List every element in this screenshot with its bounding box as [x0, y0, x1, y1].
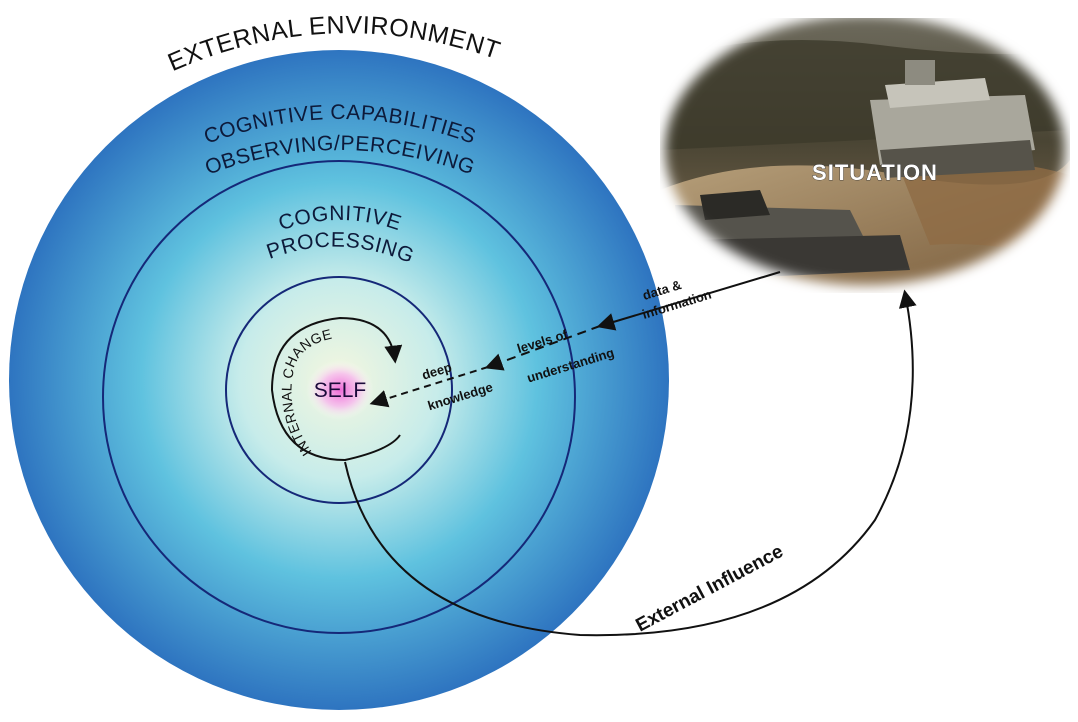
- vehicle-icon: [675, 190, 910, 280]
- external-influence-label: External Influence: [632, 541, 786, 636]
- deep-knowledge-arrow: [369, 366, 489, 408]
- levels-understanding-arrow: [484, 325, 601, 371]
- self-glow: [306, 360, 374, 420]
- cognitive-processing-ring: [225, 276, 453, 504]
- tank-icon: [870, 60, 1035, 178]
- situation-label: SITUATION: [812, 160, 938, 185]
- situation-photo: [660, 18, 1070, 293]
- internal-change-spiral: [270, 316, 403, 462]
- cognitive-capabilities-ring: [102, 160, 576, 634]
- self-label: SELF: [314, 379, 367, 402]
- data-information-arrow: [596, 271, 781, 331]
- external-influence-arrow: [344, 289, 917, 637]
